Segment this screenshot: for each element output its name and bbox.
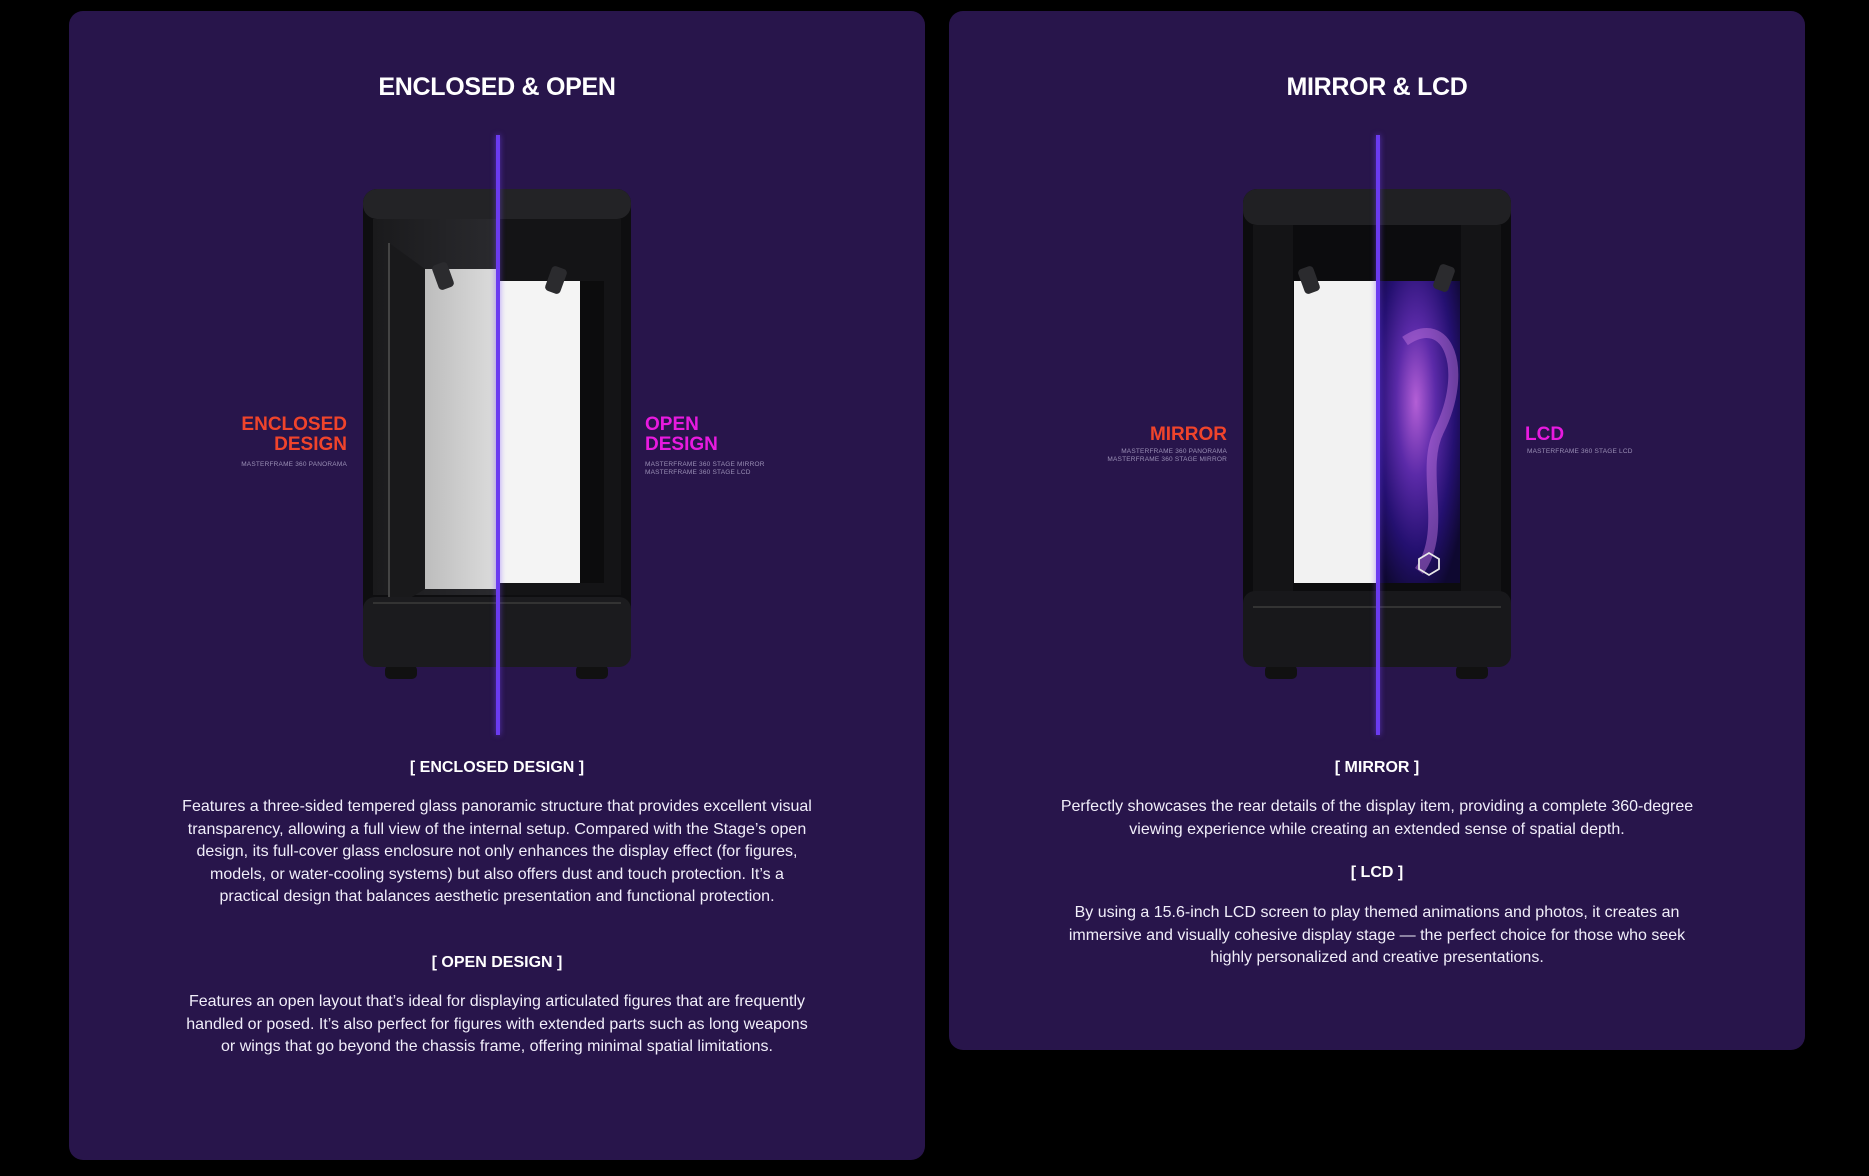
mirror-label: MIRROR [1150, 425, 1227, 445]
mirror-models: MASTERFRAME 360 PANORAMA MASTERFRAME 360… [1107, 448, 1227, 464]
comparison-card-mirror-lcd: MIRROR & LCD MIR [949, 11, 1805, 1050]
open-design-label: OPEN DESIGN [645, 415, 718, 455]
card-title: MIRROR & LCD [1286, 73, 1468, 101]
model-name: MASTERFRAME 360 STAGE LCD [645, 469, 751, 476]
comparison-card-enclosed-open: ENCLOSED & OPEN [69, 11, 925, 1160]
model-name: MASTERFRAME 360 STAGE MIRROR [645, 461, 765, 468]
enclosed-design-models: MASTERFRAME 360 PANORAMA [241, 461, 347, 469]
section-body-enclosed: Features a three-sided tempered glass pa… [182, 798, 812, 905]
model-name: MASTERFRAME 360 STAGE MIRROR [1107, 456, 1227, 463]
model-name: MASTERFRAME 360 STAGE LCD [1527, 448, 1633, 455]
label-line: DESIGN [645, 434, 718, 455]
section-body-lcd: By using a 15.6-inch LCD screen to play … [1068, 904, 1686, 966]
label-line: ENCLOSED [241, 414, 347, 435]
lcd-label: LCD [1525, 425, 1564, 445]
label-line: DESIGN [274, 434, 347, 455]
section-heading-open: [ OPEN DESIGN ] [431, 954, 563, 971]
label-line: OPEN [645, 414, 699, 435]
section-heading-enclosed: [ ENCLOSED DESIGN ] [409, 759, 585, 776]
section-body-mirror: Perfectly showcases the rear details of … [1060, 798, 1694, 838]
model-name: MASTERFRAME 360 PANORAMA [1121, 448, 1227, 455]
enclosed-design-label: ENCLOSED DESIGN [241, 415, 347, 455]
open-design-models: MASTERFRAME 360 STAGE MIRROR MASTERFRAME… [645, 461, 765, 477]
section-heading-mirror: [ MIRROR ] [1334, 759, 1420, 776]
label-line: MIRROR [1149, 424, 1227, 445]
lcd-models: MASTERFRAME 360 STAGE LCD [1527, 448, 1633, 456]
card-title: ENCLOSED & OPEN [378, 73, 616, 101]
section-heading-lcd: [ LCD ] [1350, 864, 1404, 881]
comparison-divider [1376, 135, 1380, 735]
label-line: LCD [1525, 424, 1565, 445]
comparison-divider [496, 135, 500, 735]
section-body-open: Features an open layout that’s ideal for… [186, 993, 808, 1055]
model-name: MASTERFRAME 360 PANORAMA [241, 461, 347, 468]
